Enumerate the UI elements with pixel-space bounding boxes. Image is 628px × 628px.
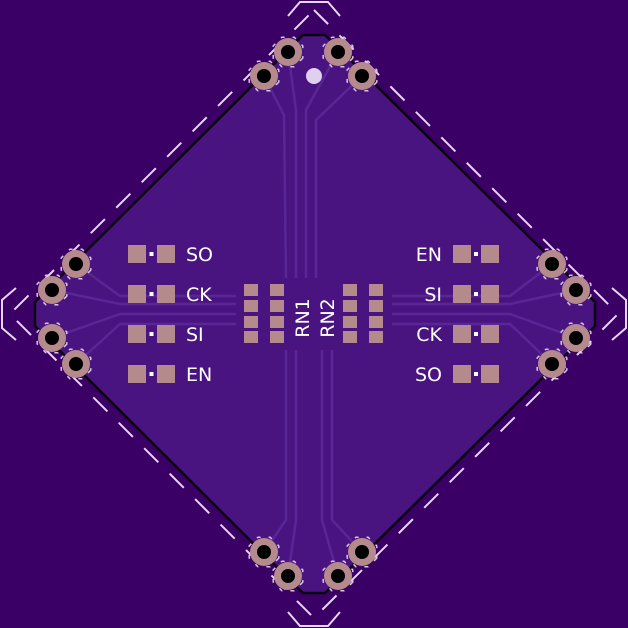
left-row-ck: CK: [128, 284, 212, 306]
smd-pad: [453, 245, 471, 263]
copper-traces: [51, 51, 577, 577]
rn-pad: [244, 300, 258, 312]
rn-pad: [369, 316, 383, 328]
through-hole-pad: [248, 536, 280, 568]
through-hole-pad: [60, 348, 92, 380]
rn-pad: [270, 284, 284, 296]
right-label-ck: CK: [416, 324, 442, 346]
smd-pad: [481, 285, 499, 303]
through-hole-pad: [346, 60, 378, 92]
smd-pad: [157, 365, 175, 383]
right-label-so: SO: [415, 364, 442, 386]
board-outline: [33, 33, 597, 595]
corner-mark-right: [611, 287, 627, 341]
left-row-so: SO: [128, 244, 213, 266]
rn-pad: [244, 331, 258, 343]
rn-pad: [244, 316, 258, 328]
right-label-si: SI: [424, 284, 442, 306]
through-hole-pad: [560, 322, 592, 354]
resistor-network-pads: [244, 284, 383, 343]
rn-pad: [369, 284, 383, 296]
rn-pad: [343, 331, 357, 343]
rn-pad: [343, 284, 357, 296]
rn-pad: [270, 300, 284, 312]
rn-pad: [343, 300, 357, 312]
ref-designator-rn1: RN1: [292, 298, 314, 338]
smd-pad: [128, 245, 146, 263]
through-hole-pad: [322, 560, 354, 592]
right-signal-group: EN SI CK SO: [415, 244, 499, 386]
through-hole-pads: [36, 36, 592, 592]
smd-pad: [481, 325, 499, 343]
smd-pad: [453, 285, 471, 303]
right-row-si: SI: [424, 284, 499, 306]
corner-mark-left: [1, 287, 17, 341]
through-hole-pad: [322, 36, 354, 68]
left-row-si: SI: [128, 324, 204, 346]
smd-pad: [481, 245, 499, 263]
through-hole-pad: [346, 536, 378, 568]
smd-pad: [157, 325, 175, 343]
rn-pad: [369, 331, 383, 343]
through-hole-pad: [536, 348, 568, 380]
left-row-en: EN: [128, 364, 212, 386]
smd-pad: [453, 365, 471, 383]
right-row-so: SO: [415, 364, 499, 386]
smd-pad: [157, 285, 175, 303]
right-row-en: EN: [416, 244, 499, 266]
ref-designator-rn2: RN2: [317, 298, 339, 338]
through-hole-pad: [272, 560, 304, 592]
board-copper-pour: [35, 35, 595, 593]
corner-mark-bottom: [287, 611, 341, 627]
rn-pad: [270, 316, 284, 328]
through-hole-pad: [248, 60, 280, 92]
left-label-en: EN: [186, 364, 212, 386]
right-label-en: EN: [416, 244, 442, 266]
through-hole-pad: [272, 36, 304, 68]
smd-pad: [453, 325, 471, 343]
fiducial-marker: [306, 68, 322, 84]
through-hole-pad: [36, 274, 68, 306]
smd-pad: [481, 365, 499, 383]
left-label-ck: CK: [186, 284, 212, 306]
smd-pad: [128, 325, 146, 343]
smd-pad: [128, 285, 146, 303]
smd-pad: [157, 245, 175, 263]
through-hole-pad: [36, 322, 68, 354]
through-hole-pad: [536, 248, 568, 280]
left-signal-group: SO CK SI EN: [128, 244, 213, 386]
rn-pad: [343, 316, 357, 328]
right-row-ck: CK: [416, 324, 499, 346]
left-label-si: SI: [186, 324, 204, 346]
left-label-so: SO: [186, 244, 213, 266]
rn-pad: [244, 284, 258, 296]
corner-mark-top: [287, 1, 341, 17]
smd-pad: [128, 365, 146, 383]
rn-pad: [369, 300, 383, 312]
through-hole-pad: [60, 248, 92, 280]
rn-pad: [270, 331, 284, 343]
through-hole-pad: [560, 274, 592, 306]
